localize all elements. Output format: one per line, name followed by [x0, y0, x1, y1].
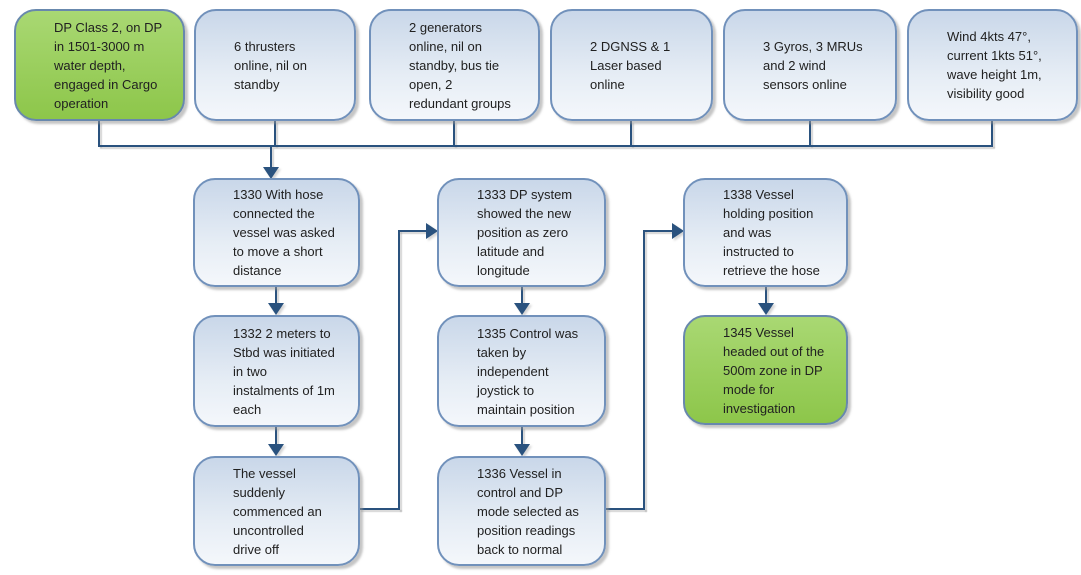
- connector-driveoff-elbow-h1: [359, 508, 400, 510]
- node-sensors-status: 3 Gyros, 3 MRUs and 2 wind sensors onlin…: [723, 9, 897, 121]
- node-weather-status-text: Wind 4kts 47°, current 1kts 51°, wave he…: [947, 29, 1042, 101]
- node-event-1338-text: 1338 Vessel holding position and was ins…: [723, 187, 820, 278]
- node-thrusters-status: 6 thrusters online, nil on standby: [194, 9, 356, 121]
- node-reference-systems-status-text: 2 DGNSS & 1 Laser based online: [590, 38, 671, 92]
- node-event-driveoff: The vessel suddenly commenced an uncontr…: [193, 456, 360, 566]
- node-generators-status-text: 2 generators online, nil on standby, bus…: [409, 19, 511, 111]
- arrowhead-into-1345: [758, 303, 774, 315]
- node-event-1336-text: 1336 Vessel in control and DP mode selec…: [477, 465, 579, 557]
- arrowhead-into-1335: [514, 303, 530, 315]
- connector-1333-1335: [521, 287, 523, 303]
- arrowhead-into-1333: [426, 223, 438, 239]
- arrowhead-into-1330: [263, 167, 279, 179]
- connector-driveoff-elbow-h2: [398, 230, 426, 232]
- connector-1335-1336: [521, 427, 523, 444]
- node-event-1338: 1338 Vessel holding position and was ins…: [683, 178, 848, 287]
- connector-1336-elbow-h2: [643, 230, 672, 232]
- connector-bus-line: [98, 145, 993, 147]
- node-event-1333: 1333 DP system showed the new position a…: [437, 178, 606, 287]
- connector-1338-1345: [765, 287, 767, 303]
- node-event-1335: 1335 Control was taken by independent jo…: [437, 315, 606, 427]
- connector-stub-6: [991, 121, 993, 146]
- connector-1332-driveoff: [275, 427, 277, 444]
- connector-1330-1332: [275, 287, 277, 303]
- node-event-1335-text: 1335 Control was taken by independent jo…: [477, 325, 579, 417]
- connector-stub-4: [630, 121, 632, 146]
- node-sensors-status-text: 3 Gyros, 3 MRUs and 2 wind sensors onlin…: [763, 38, 863, 92]
- node-event-1332-text: 1332 2 meters to Stbd was initiated in t…: [233, 325, 335, 417]
- node-event-1332: 1332 2 meters to Stbd was initiated in t…: [193, 315, 360, 427]
- node-generators-status: 2 generators online, nil on standby, bus…: [369, 9, 540, 121]
- connector-stub-5: [809, 121, 811, 146]
- node-dp-class-status-text: DP Class 2, on DP in 1501-3000 m water d…: [54, 19, 163, 111]
- connector-bus-to-1330: [270, 147, 272, 167]
- arrowhead-into-1332: [268, 303, 284, 315]
- node-event-driveoff-text: The vessel suddenly commenced an uncontr…: [233, 465, 322, 557]
- arrowhead-into-1336: [514, 444, 530, 456]
- connector-stub-1: [98, 121, 100, 146]
- node-dp-class-status: DP Class 2, on DP in 1501-3000 m water d…: [14, 9, 185, 121]
- connector-stub-2: [274, 121, 276, 146]
- node-event-1330: 1330 With hose connected the vessel was …: [193, 178, 360, 287]
- connector-1336-elbow-v: [643, 230, 645, 510]
- arrowhead-into-driveoff: [268, 444, 284, 456]
- connector-driveoff-elbow-v: [398, 230, 400, 510]
- node-event-1333-text: 1333 DP system showed the new position a…: [477, 187, 573, 278]
- connector-stub-3: [453, 121, 455, 146]
- connector-1336-elbow-h1: [605, 508, 645, 510]
- node-event-1336: 1336 Vessel in control and DP mode selec…: [437, 456, 606, 566]
- node-event-1330-text: 1330 With hose connected the vessel was …: [233, 187, 335, 278]
- node-reference-systems-status: 2 DGNSS & 1 Laser based online: [550, 9, 713, 121]
- node-event-1345-text: 1345 Vessel headed out of the 500m zone …: [723, 324, 825, 416]
- node-event-1345: 1345 Vessel headed out of the 500m zone …: [683, 315, 848, 425]
- node-thrusters-status-text: 6 thrusters online, nil on standby: [234, 38, 307, 92]
- arrowhead-into-1338: [672, 223, 684, 239]
- node-weather-status: Wind 4kts 47°, current 1kts 51°, wave he…: [907, 9, 1078, 121]
